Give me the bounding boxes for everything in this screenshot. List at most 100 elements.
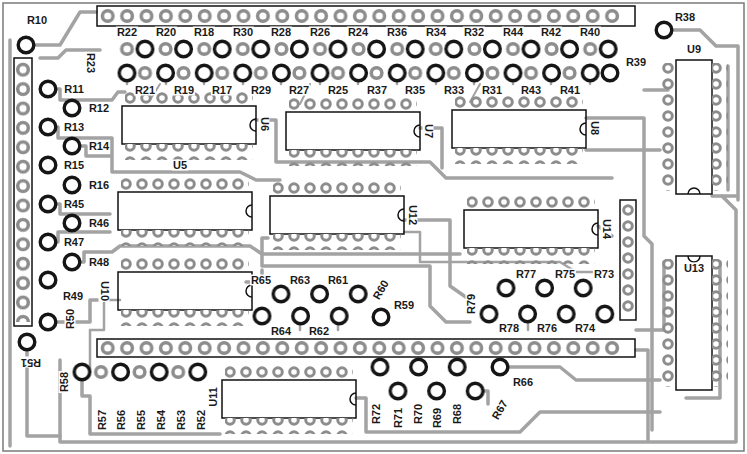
pad-column xyxy=(660,259,676,387)
part-label: R47 xyxy=(63,237,85,248)
header-pads xyxy=(98,338,622,358)
part-label: R30 xyxy=(232,27,254,38)
pad-row xyxy=(455,148,583,164)
resistor-row xyxy=(361,355,477,379)
part-label: R60 xyxy=(371,278,392,303)
part-label: R73 xyxy=(593,269,615,280)
ic-footprint xyxy=(118,176,252,246)
trace xyxy=(356,398,660,432)
part-label: R25 xyxy=(327,85,349,96)
pad-row xyxy=(273,180,401,196)
part-label: R48 xyxy=(88,257,110,268)
ic-outline xyxy=(452,110,586,148)
ic-notch xyxy=(246,285,252,297)
part-label: R28 xyxy=(270,27,292,38)
ic-footprint xyxy=(270,180,404,250)
resistor-pad xyxy=(64,254,80,270)
part-label: U12 xyxy=(407,204,418,226)
part-label: U14 xyxy=(601,218,612,240)
pad-row xyxy=(126,61,589,85)
pad-row xyxy=(82,360,198,384)
resistor-pad xyxy=(40,234,56,250)
part-label: U7 xyxy=(423,123,434,139)
part-label: R40 xyxy=(579,27,601,38)
ic-notch xyxy=(246,205,252,217)
header-outline xyxy=(97,6,635,26)
part-label: R43 xyxy=(520,85,542,96)
part-label: U9 xyxy=(686,44,702,55)
pad-column xyxy=(13,60,33,322)
resistor-pad xyxy=(64,177,80,193)
part-label: R29 xyxy=(250,85,272,96)
part-label: U13 xyxy=(683,263,705,274)
resistor-row xyxy=(379,379,495,403)
part-label: R14 xyxy=(88,141,110,152)
part-label: R41 xyxy=(559,85,581,96)
part-label: R75 xyxy=(554,269,576,280)
pad-row xyxy=(121,176,249,192)
part-label: R37 xyxy=(366,85,388,96)
resistor-pad xyxy=(40,81,56,97)
pad-row xyxy=(225,364,353,380)
part-label: U5 xyxy=(172,160,188,171)
part-label: R22 xyxy=(116,27,138,38)
part-label: R63 xyxy=(289,275,311,286)
resistor-row xyxy=(108,61,610,85)
resistor-pad xyxy=(373,309,389,325)
part-label: R66 xyxy=(512,377,534,388)
part-label: R51 xyxy=(20,357,42,368)
resistor-row xyxy=(487,276,603,300)
part-label: R21 xyxy=(134,85,156,96)
pad-column xyxy=(712,259,728,387)
ic-outline xyxy=(118,192,252,230)
part-label: R70 xyxy=(413,403,424,425)
part-label: R24 xyxy=(347,27,369,38)
resistor-pads xyxy=(18,22,672,375)
ic-outline xyxy=(122,106,256,144)
resistor-row xyxy=(379,379,495,403)
trace xyxy=(26,12,96,45)
part-label: R35 xyxy=(404,85,426,96)
resistor-pad xyxy=(40,272,56,288)
trace xyxy=(60,196,736,442)
part-label: R33 xyxy=(443,85,465,96)
pad-row xyxy=(126,61,589,85)
pad-row xyxy=(455,94,583,110)
header-pads xyxy=(620,202,636,314)
part-label: R76 xyxy=(536,323,558,334)
header-outline xyxy=(97,339,635,357)
pad-row xyxy=(289,96,417,112)
ic-footprint xyxy=(452,94,586,164)
part-label: R59 xyxy=(393,300,415,311)
part-label: R10 xyxy=(26,15,48,26)
ic-footprint xyxy=(122,90,256,160)
resistor-pad xyxy=(40,314,56,330)
ic-notch xyxy=(592,223,598,235)
part-label: R61 xyxy=(327,275,349,286)
ic-notch xyxy=(688,188,700,194)
ic-footprint xyxy=(464,194,598,264)
resistor-row xyxy=(361,355,477,379)
resistor-row xyxy=(126,37,628,61)
part-label: R32 xyxy=(463,27,485,38)
resistor-row xyxy=(487,276,603,300)
pad-column xyxy=(620,202,636,314)
header-pads xyxy=(13,60,33,322)
resistor-row xyxy=(262,282,378,306)
part-label: R71 xyxy=(393,407,404,429)
ic-outline xyxy=(676,256,712,390)
header-outline xyxy=(14,58,32,326)
ic-notch xyxy=(580,123,586,135)
ic-notch xyxy=(414,125,420,137)
part-label: R49 xyxy=(62,291,84,302)
part-label: R56 xyxy=(116,409,127,431)
pad-row xyxy=(98,338,622,358)
trace xyxy=(586,118,652,430)
part-label: R67 xyxy=(490,398,511,423)
trace xyxy=(8,40,12,446)
trace xyxy=(48,300,108,322)
resistor-pad xyxy=(64,215,80,231)
ic-notch xyxy=(350,393,356,405)
resistor-row xyxy=(108,61,610,85)
